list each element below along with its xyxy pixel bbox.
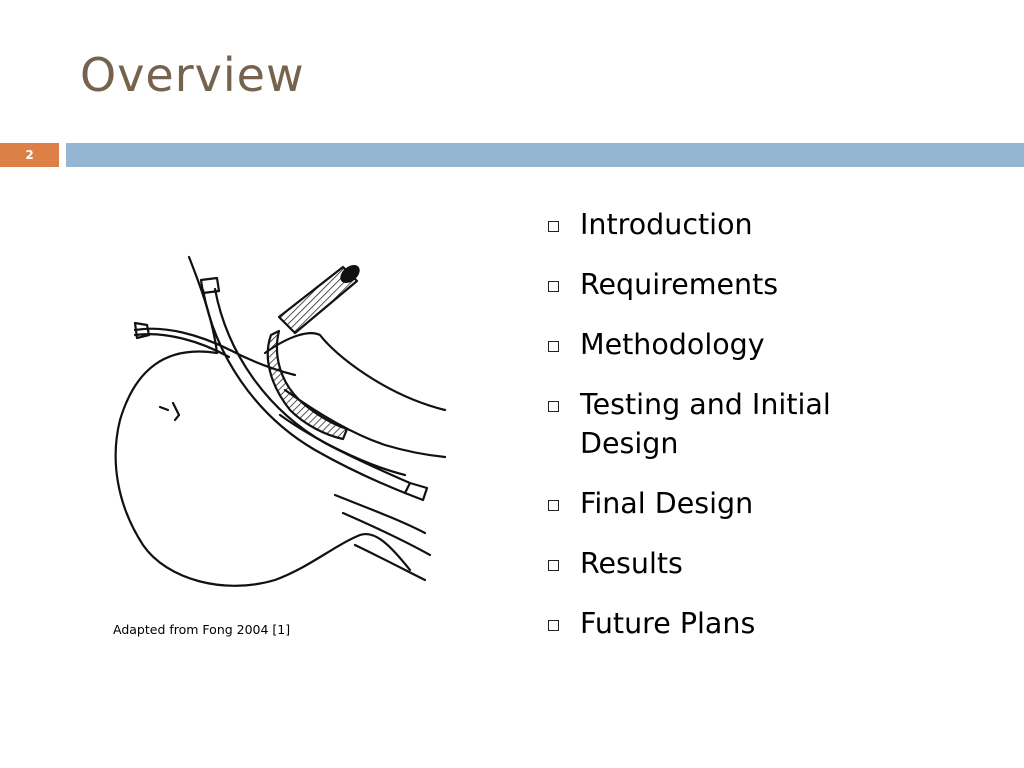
face-mark: [158, 401, 181, 422]
catheter-line-2: [133, 333, 231, 359]
list-item-label: Final Design: [580, 487, 754, 520]
throat-contour-4: [341, 511, 432, 557]
list-item-label: Results: [580, 547, 683, 580]
square-bullet-icon: [548, 221, 559, 232]
tube-cap: [199, 276, 221, 295]
square-bullet-icon: [548, 401, 559, 412]
list-item: Requirements: [548, 265, 908, 304]
square-bullet-icon: [548, 500, 559, 511]
list-item: Introduction: [548, 205, 908, 244]
list-item-label: Testing and Initial Design: [580, 388, 831, 460]
page-number: 2: [25, 148, 34, 162]
list-item: Future Plans: [548, 604, 908, 643]
image-caption: Adapted from Fong 2004 [1]: [113, 622, 291, 637]
list-item: Testing and Initial Design: [548, 385, 908, 463]
list-item: Results: [548, 544, 908, 583]
scope-cap: [340, 264, 360, 284]
tube-outer: [201, 288, 407, 495]
throat-contour-5: [353, 543, 427, 582]
header-band: [66, 143, 1024, 167]
throat-contour-1: [283, 388, 447, 459]
square-bullet-icon: [548, 620, 559, 631]
tube-inner: [213, 287, 412, 485]
list-item-label: Methodology: [580, 328, 765, 361]
catheter-connector: [133, 321, 151, 340]
square-bullet-icon: [548, 281, 559, 292]
agenda-list: Introduction Requirements Methodology Te…: [548, 205, 908, 664]
square-bullet-icon: [548, 560, 559, 571]
list-item: Methodology: [548, 325, 908, 364]
tube-tip: [403, 481, 429, 502]
square-bullet-icon: [548, 341, 559, 352]
slide-title: Overview: [80, 48, 305, 102]
throat-contour-3: [333, 493, 427, 535]
scope-blade: [266, 329, 349, 441]
list-item-label: Requirements: [580, 268, 779, 301]
list-item: Final Design: [548, 484, 908, 523]
head-outline: [114, 255, 412, 587]
page-number-badge: 2: [0, 143, 59, 167]
palate-contour: [263, 332, 447, 412]
list-item-label: Future Plans: [580, 607, 756, 640]
scope-handle: [277, 265, 359, 335]
medical-tube-illustration: [114, 255, 447, 587]
list-item-label: Introduction: [580, 208, 753, 241]
